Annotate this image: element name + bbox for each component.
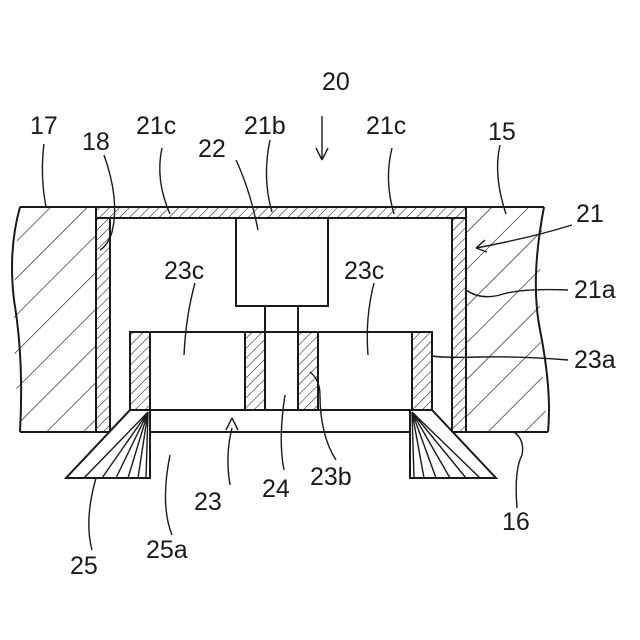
label-23a: 23a: [574, 346, 616, 374]
label-21: 21: [576, 200, 604, 228]
label-23: 23: [194, 488, 222, 516]
hatched-blocks-23a-23b: [130, 332, 432, 410]
label-21a: 21a: [574, 276, 616, 304]
component-22-block: [236, 218, 328, 306]
label-16: 16: [502, 508, 530, 536]
label-21c-right: 21c: [366, 112, 406, 140]
label-25a: 25a: [146, 536, 188, 564]
label-24: 24: [262, 475, 290, 503]
housing-left: [0, 200, 100, 440]
label-23c-right: 23c: [344, 257, 384, 285]
housing-right: [460, 200, 560, 440]
case-left-wall: [96, 218, 110, 432]
label-17: 17: [30, 112, 58, 140]
label-20: 20: [322, 68, 350, 96]
label-21c-left: 21c: [136, 112, 176, 140]
label-23c-left: 23c: [164, 257, 204, 285]
case-top-wall: [96, 207, 466, 218]
label-22: 22: [198, 135, 226, 163]
base-plate-23: [130, 332, 432, 432]
label-23b: 23b: [310, 463, 352, 491]
label-18: 18: [82, 128, 110, 156]
label-25: 25: [70, 552, 98, 580]
label-21b: 21b: [244, 112, 286, 140]
case-right-wall: [452, 218, 466, 432]
label-15: 15: [488, 118, 516, 146]
shaft-24: [265, 306, 298, 410]
